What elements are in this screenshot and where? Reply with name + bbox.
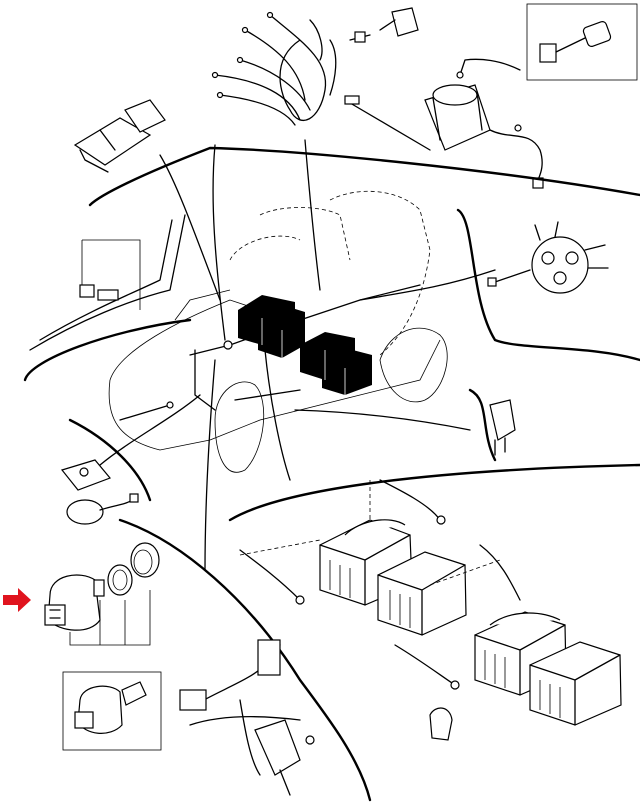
battery-4	[529, 641, 622, 726]
inset-key-switch	[62, 671, 162, 751]
solenoid	[424, 58, 544, 189]
leader-lines	[23, 139, 640, 802]
motor-terminal-block	[487, 221, 609, 294]
wire-clip	[489, 399, 516, 456]
pointer-arrow-icon	[3, 588, 31, 612]
battery-2	[377, 551, 467, 636]
bracket-bolt	[349, 7, 419, 43]
golf-cart-body	[108, 190, 448, 473]
inset-connector-detail	[526, 3, 638, 81]
batteries-in-cart	[238, 295, 372, 395]
connector-housing	[73, 99, 166, 173]
frame-bracket	[29, 214, 186, 351]
speed-sensor	[60, 459, 139, 525]
wiring-harness	[211, 11, 431, 151]
battery-harness-switch	[179, 639, 315, 796]
key-switch-assembly	[44, 542, 160, 646]
battery-set	[239, 479, 622, 741]
